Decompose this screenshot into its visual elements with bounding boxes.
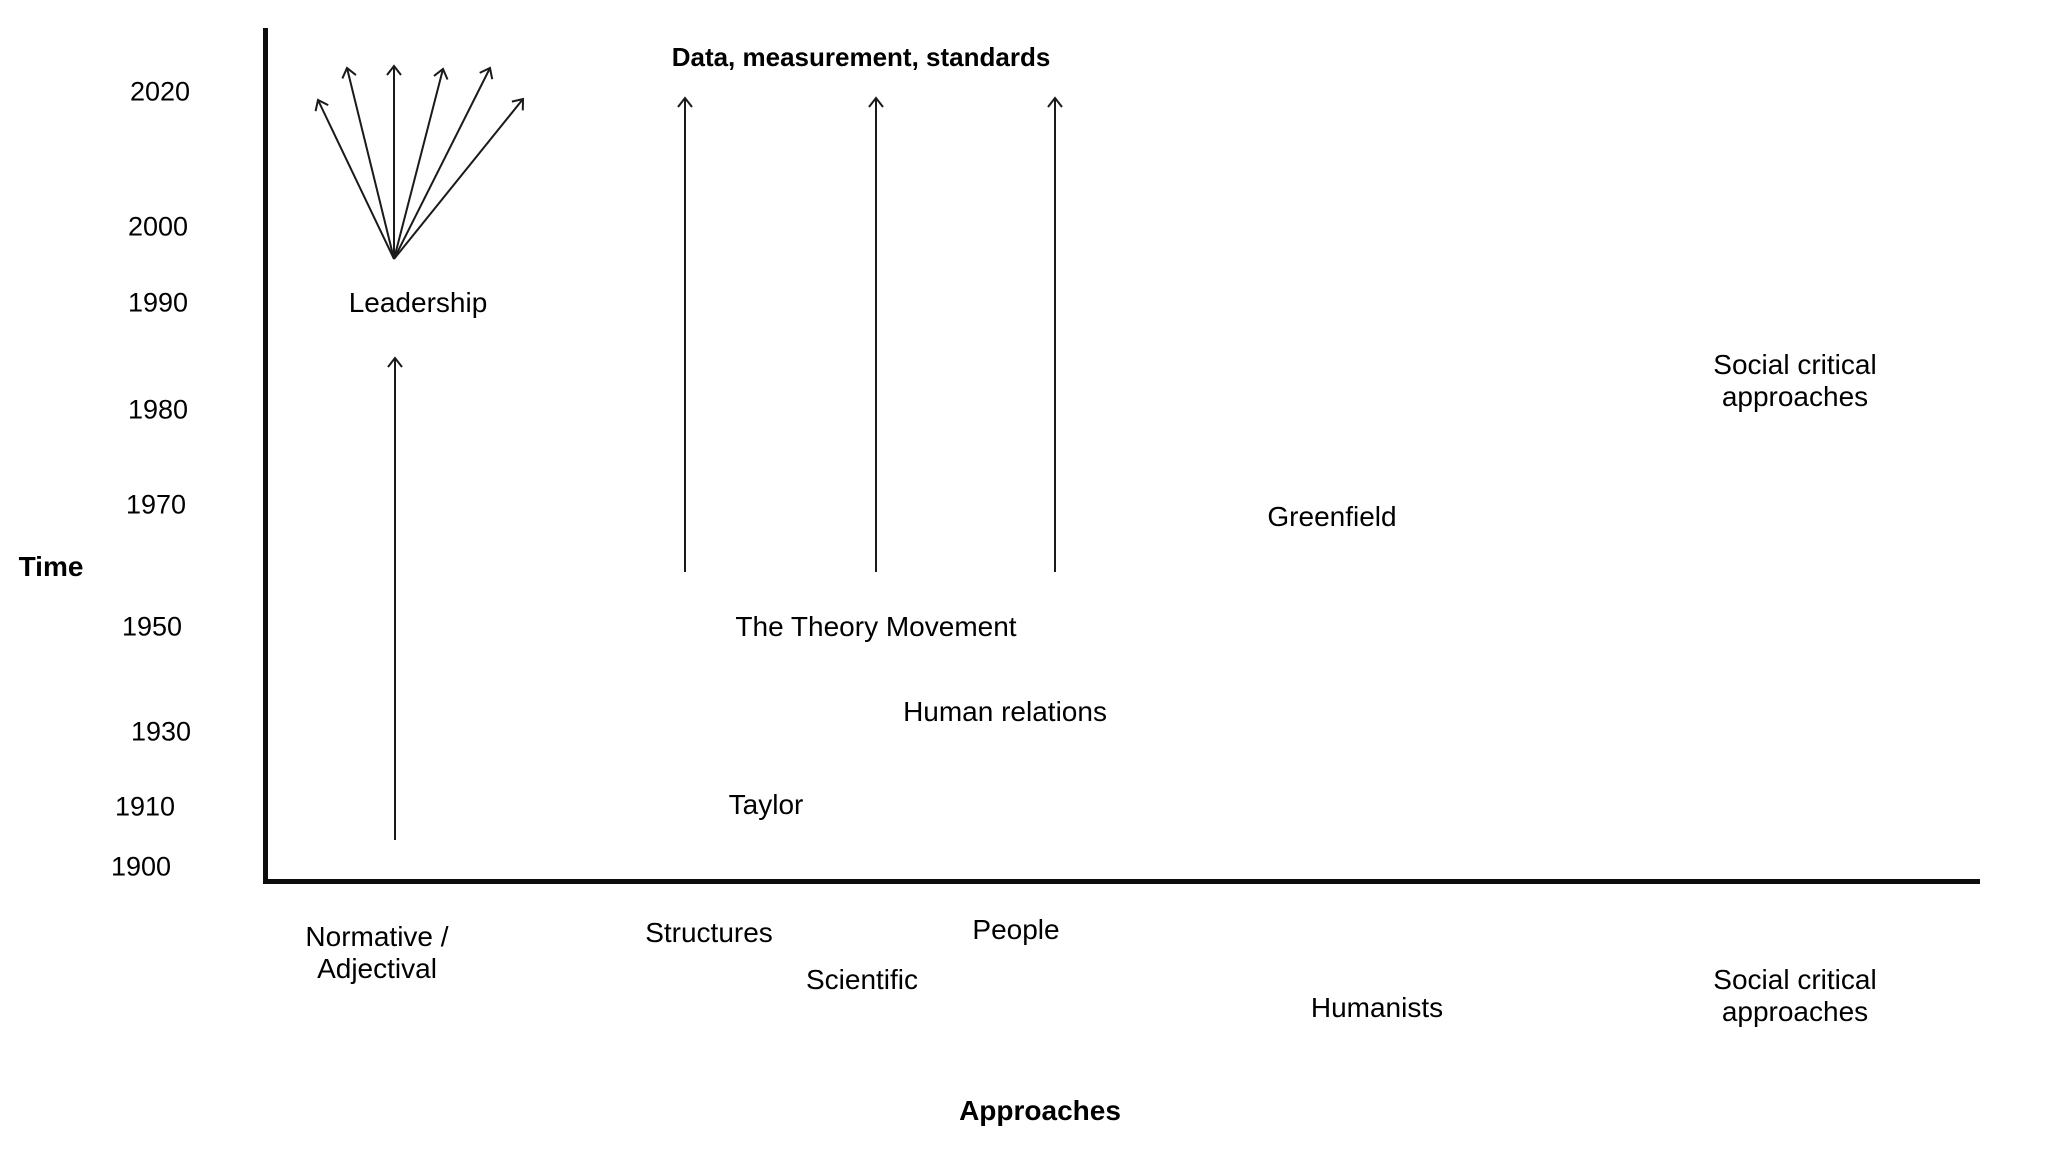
greenfield-label: Greenfield — [1267, 501, 1397, 532]
leadership-fan-arrow-5 — [393, 66, 494, 260]
year-tick-1930: 1930 — [130, 716, 192, 747]
theory-movement-label: The Theory Movement — [735, 611, 1017, 642]
leadership-fan-arrow-6 — [393, 97, 525, 260]
leadership-fan-arrow-4 — [393, 67, 449, 260]
approaches-axis-label: Approaches — [959, 1095, 1121, 1126]
year-tick-1910: 1910 — [114, 791, 176, 822]
year-tick-1970: 1970 — [125, 489, 187, 520]
year-tick-1950: 1950 — [121, 611, 183, 642]
time-axis-line — [263, 28, 268, 884]
year-tick-2000: 2000 — [127, 211, 189, 242]
scientific-label: Scientific — [805, 964, 919, 995]
normative-adjectival-label: Normative /Adjectival — [305, 921, 449, 984]
year-tick-1900: 1900 — [110, 851, 172, 882]
time-axis-label: Time — [18, 551, 84, 582]
leadership-label: Leadership — [348, 287, 488, 318]
year-tick-1990: 1990 — [127, 287, 189, 318]
approaches-axis-line — [263, 879, 1980, 884]
leadership-fan-arrow-1 — [314, 98, 395, 260]
people-label: People — [972, 914, 1060, 945]
humanists-label: Humanists — [1310, 992, 1444, 1023]
year-tick-1980: 1980 — [127, 394, 189, 425]
year-tick-2020: 2020 — [129, 76, 191, 107]
human-relations-label: Human relations — [903, 696, 1107, 727]
data-measurement-standards-label: Data, measurement, standards — [671, 42, 1051, 72]
leadership-fan-arrow-2 — [341, 66, 395, 260]
taylor-label: Taylor — [728, 789, 804, 820]
structures-label: Structures — [645, 917, 773, 948]
